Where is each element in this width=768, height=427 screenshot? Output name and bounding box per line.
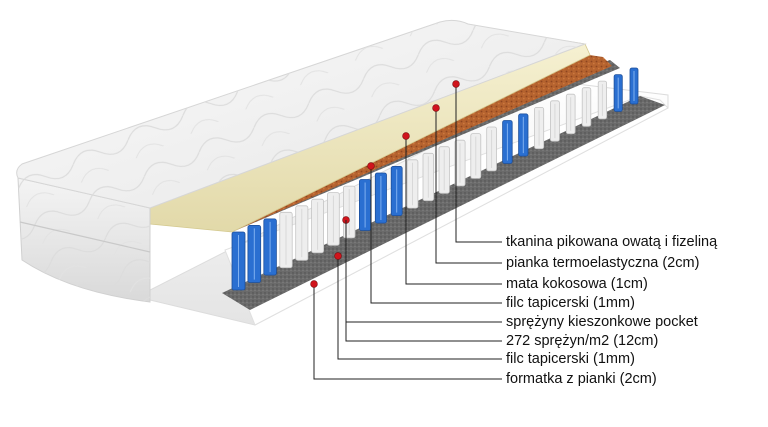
label-felt-top: filc tapicerski (1mm) [506,295,635,311]
label-pocket-springs: sprężyny kieszonkowe pocket [506,314,698,330]
label-foam-frame: formatka z pianki (2cm) [506,371,657,387]
leader-dot [367,162,375,170]
leader-line [337,256,502,360]
label-pocket-springs-density: 272 sprężyn/m2 (12cm) [506,333,659,349]
leader-dot [310,280,318,288]
leader-dot [432,104,440,112]
label-felt-bottom: filc tapicerski (1mm) [506,351,635,367]
quilted-cover-shape [16,19,587,303]
label-thermoelastic-foam: pianka termoelastyczna (2cm) [506,255,700,271]
leader-line [370,166,502,304]
label-coconut-mat: mata kokosowa (1cm) [506,276,648,292]
label-quilted-fabric: tkanina pikowana owatą i fizeliną [506,234,718,250]
leader-line [455,84,502,243]
leader-dot [402,132,410,140]
leader-line [405,136,502,285]
pocket-springs-group [231,67,639,291]
leader-line [435,108,502,264]
leader-line [345,220,502,342]
leader-dot [334,252,342,260]
leader-lines [310,80,502,380]
leader-line [313,284,502,380]
leader-dot [452,80,460,88]
felt-bottom-shape [222,96,665,310]
